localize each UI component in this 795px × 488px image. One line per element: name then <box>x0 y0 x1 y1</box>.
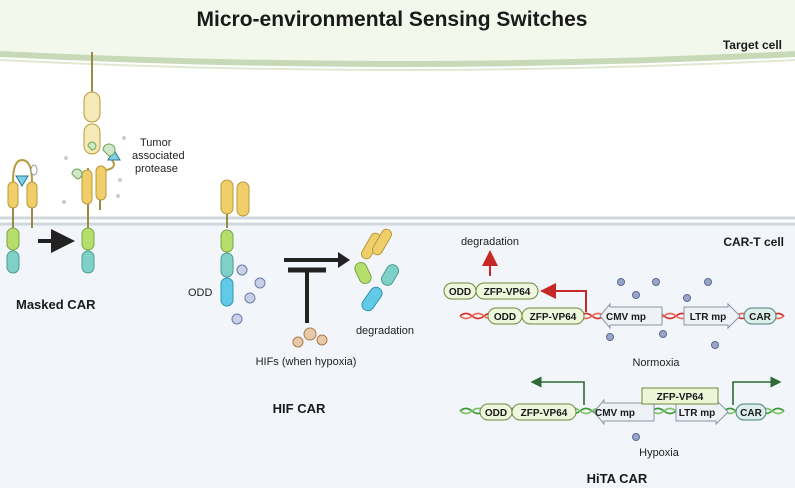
mask-triangle-icon <box>15 175 29 187</box>
normoxia-label: Normoxia <box>632 357 680 369</box>
hita-car-label: HiTA CAR <box>587 471 648 486</box>
protease-label-line3: protease <box>135 163 178 175</box>
bound-zfp-vp64 <box>641 387 719 405</box>
free-odd-label: ODD <box>449 287 471 298</box>
oxygen-molecules <box>231 264 266 325</box>
normoxia-oxygen-dots <box>606 278 719 349</box>
hif-degradation-arrow-head <box>338 252 350 268</box>
protease-label-line1: Tumor <box>140 137 172 149</box>
hypoxia-cmv: CMV mp <box>595 408 635 419</box>
page-title: Micro-environmental Sensing Switches <box>197 8 588 31</box>
free-odd-zfp-fusion <box>443 282 539 300</box>
free-zfp-label: ZFP-VP64 <box>484 287 531 298</box>
protease-label-line2: associated <box>132 150 185 162</box>
bound-zfp-label: ZFP-VP64 <box>657 392 704 403</box>
normoxia-car: CAR <box>749 312 771 323</box>
odd-label: ODD <box>188 287 213 299</box>
hypoxia-odd-expression-arrow <box>530 376 585 405</box>
hypoxia-car-expression-arrow <box>732 376 782 405</box>
cart-cell-label: CAR-T cell <box>723 235 784 249</box>
target-cell-body <box>0 0 795 62</box>
hypoxia-label: Hypoxia <box>639 447 680 459</box>
masked-car-label: Masked CAR <box>16 297 96 312</box>
normoxia-dna-zfp: ZFP-VP64 <box>530 312 577 323</box>
normoxia-dna-elements <box>487 302 777 330</box>
normoxia-dna-odd: ODD <box>494 312 516 323</box>
normoxia-cmv: CMV mp <box>606 312 646 323</box>
hypoxia-car: CAR <box>740 408 762 419</box>
hypoxia-oxygen-dot <box>632 433 640 441</box>
expression-arrow-red <box>540 283 587 312</box>
hypoxia-dna-elements <box>479 387 767 426</box>
hif-molecules <box>292 327 328 348</box>
masked-car-before <box>6 158 38 274</box>
hypoxia-ltr: LTR mp <box>679 408 715 419</box>
normoxia-degradation-label: degradation <box>461 236 519 248</box>
hif-car-label: HIF CAR <box>273 401 326 416</box>
hypoxia-dna-odd: ODD <box>485 408 507 419</box>
target-cell-membrane <box>0 51 795 67</box>
protease-icon-group <box>62 136 126 204</box>
hif-degradation-label: degradation <box>356 325 414 337</box>
hif-car-receptor <box>220 179 250 307</box>
target-cell-label: Target cell <box>723 38 782 52</box>
masked-car-after <box>81 52 121 274</box>
hifs-label: HIFs (when hypoxia) <box>256 356 357 368</box>
hypoxia-dna-zfp: ZFP-VP64 <box>521 408 568 419</box>
normoxia-ltr: LTR mp <box>690 312 726 323</box>
degraded-car-fragments <box>354 228 399 312</box>
